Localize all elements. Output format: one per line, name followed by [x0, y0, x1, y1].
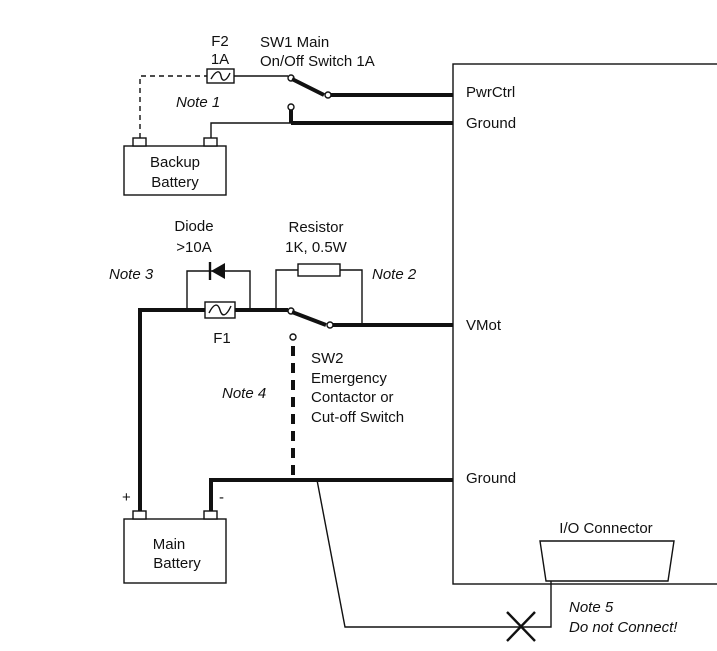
fuse-f1	[204, 301, 236, 319]
minus-terminal: -	[219, 489, 224, 506]
diode-label-1: Diode	[174, 218, 213, 235]
resistor-label-1: Resistor	[288, 219, 343, 236]
note-5-line-2: Do not Connect!	[569, 619, 678, 636]
diode-label-2: >10A	[176, 239, 211, 256]
sw1-label-2: On/Off Switch 1A	[260, 53, 375, 70]
dashed-wire-note1	[139, 75, 207, 138]
wire-backup-ground	[210, 122, 291, 138]
sw2-label-4: Cut-off Switch	[311, 409, 404, 426]
wire-do-not-connect	[316, 479, 552, 628]
sw2-actuator	[289, 333, 297, 341]
sw1-label-1: SW1 Main	[260, 34, 329, 51]
note-4: Note 4	[222, 385, 266, 402]
main-battery	[123, 510, 227, 584]
backup-battery-label-1: Backup	[150, 154, 200, 171]
diode-symbol	[208, 262, 225, 280]
sw2-contact	[326, 321, 334, 329]
ground-bottom-label: Ground	[466, 470, 516, 487]
note-5-line-1: Note 5	[569, 599, 614, 616]
sw1-lower-contact	[287, 103, 295, 111]
sw2-blade	[291, 310, 327, 327]
backup-battery-label-2: Battery	[151, 174, 199, 191]
resistor-symbol	[297, 263, 341, 277]
cross-mark-icon	[506, 611, 536, 642]
wire-main-positive	[138, 308, 205, 511]
main-battery-label-2: Battery	[153, 555, 201, 572]
wire-resistor-right	[340, 269, 363, 325]
vmot-label: VMot	[466, 317, 502, 334]
sw1-blade	[291, 77, 325, 97]
wire-resistor-bypass	[275, 269, 298, 310]
fuse-f1-label: F1	[213, 330, 231, 347]
resistor-label-2: 1K, 0.5W	[285, 239, 348, 256]
sw2-label-3: Contactor or	[311, 389, 394, 406]
ground-top-label: Ground	[466, 115, 516, 132]
fuse-f2-rating: 1A	[211, 51, 229, 68]
fuse-f2	[206, 68, 235, 84]
wire-ground-bottom	[209, 478, 453, 511]
pwrctrl-label: PwrCtrl	[466, 84, 515, 101]
main-battery-label-1: Main	[153, 536, 186, 553]
note-1: Note 1	[176, 94, 220, 111]
io-connector-label: I/O Connector	[559, 520, 652, 537]
fuse-f2-name: F2	[211, 33, 229, 50]
sw1-contact	[324, 91, 332, 99]
sw2-label-1: SW2	[311, 350, 344, 367]
note-3: Note 3	[109, 266, 154, 283]
plus-terminal: +	[122, 489, 131, 506]
controller-box	[452, 63, 717, 585]
io-connector-shape	[539, 540, 675, 582]
note-2: Note 2	[372, 266, 417, 283]
sw2-label-2: Emergency	[311, 370, 387, 387]
